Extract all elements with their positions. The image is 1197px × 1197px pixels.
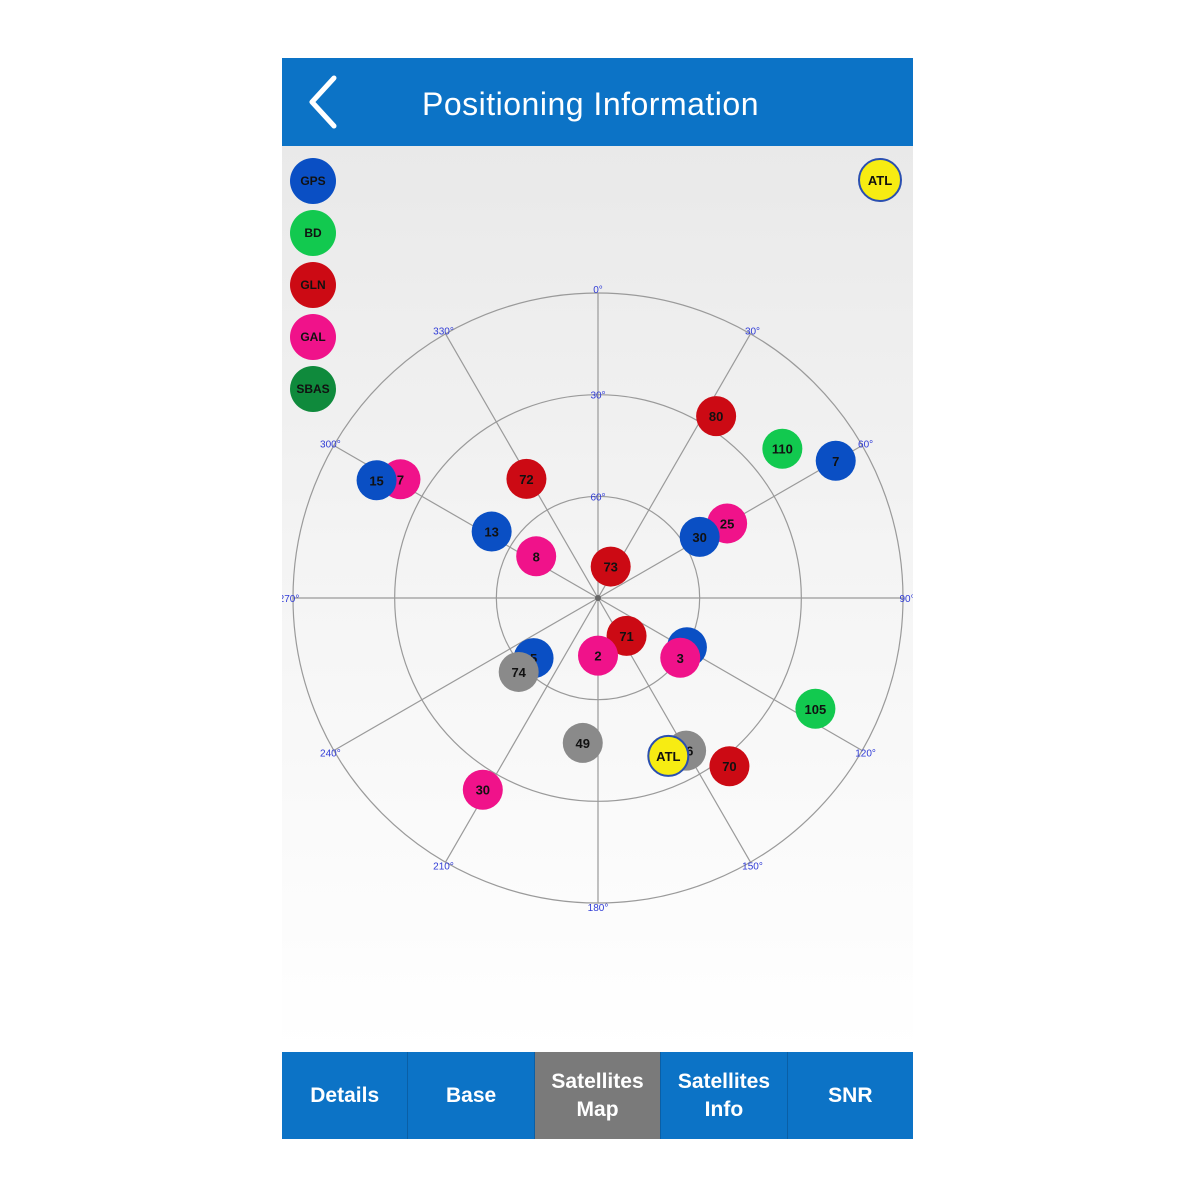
back-button[interactable] — [296, 72, 356, 132]
satellite-label: 3 — [677, 651, 684, 666]
satellite-marker[interactable] — [696, 396, 737, 437]
page-title: Positioning Information — [421, 86, 759, 122]
azimuth-label: 90° — [899, 594, 913, 605]
satellite-map-panel: 0° 30° 60° 90° 120° 150° 180° 210° 240° 270° 300° 3… — [282, 146, 913, 1052]
satellite-label: 74 — [511, 665, 526, 680]
satellite-marker[interactable] — [762, 428, 803, 469]
satellite-marker[interactable] — [795, 688, 836, 729]
satellite-marker[interactable] — [462, 769, 503, 810]
azimuth-label: 150° — [742, 862, 763, 873]
app-screen: Positioning Information 0° 30° 60° 90° 120° 1… — [282, 58, 913, 1139]
legend-bd[interactable]: BD — [290, 210, 336, 256]
tab-details[interactable]: Details — [282, 1052, 408, 1139]
satellite-label: 30 — [476, 783, 490, 798]
azimuth-label: 30° — [745, 326, 760, 337]
tab-satellites-info[interactable]: Satellites Info — [660, 1052, 787, 1139]
center-dot — [595, 595, 601, 601]
satellite-label: 105 — [805, 702, 827, 717]
chevron-left-icon — [309, 75, 337, 129]
satellite-label: 80 — [709, 409, 723, 424]
satellite-label: 49 — [576, 736, 590, 751]
azimuth-label: 180° — [588, 903, 609, 914]
satellite-marker[interactable] — [562, 722, 603, 763]
tab-base[interactable]: Base — [407, 1052, 534, 1139]
satellite-label: 7 — [397, 472, 404, 487]
satellite-label: 73 — [603, 560, 617, 575]
satellite-marker[interactable] — [647, 734, 690, 777]
atl-badge[interactable]: ATL — [858, 158, 902, 202]
azimuth-label: 120° — [855, 749, 876, 760]
satellite-marker[interactable] — [709, 746, 750, 787]
satellite-label: 30 — [692, 530, 706, 545]
elevation-label: 60° — [590, 492, 605, 503]
satellite-marker[interactable] — [815, 440, 856, 481]
satellite-label: 8 — [533, 549, 540, 564]
satellite-label: ATL — [656, 749, 680, 764]
legend-gln[interactable]: GLN — [290, 262, 336, 308]
azimuth-label: 270° — [282, 594, 299, 605]
satellite-label: 15 — [369, 473, 383, 488]
satellite-marker[interactable] — [660, 637, 701, 678]
satellite-marker[interactable] — [590, 546, 631, 587]
legend-gal[interactable]: GAL — [290, 314, 336, 360]
azimuth-label: 240° — [320, 749, 341, 760]
constellation-legend: GPS BD GLN GAL SBAS — [290, 158, 340, 418]
satellite-label: 13 — [484, 525, 498, 540]
azimuth-label: 300° — [320, 440, 341, 451]
tab-satellites-map[interactable]: Satellites Map — [533, 1052, 661, 1139]
legend-gps[interactable]: GPS — [290, 158, 336, 204]
satellite-label: 70 — [722, 759, 736, 774]
bottom-tab-bar: Details Base Satellites Map Satellites I… — [282, 1052, 913, 1139]
azimuth-label: 0° — [593, 285, 603, 296]
satellite-marker[interactable] — [679, 516, 720, 557]
app-header: Positioning Information — [282, 58, 913, 146]
legend-sbas[interactable]: SBAS — [290, 366, 336, 412]
satellite-label: 7 — [832, 454, 839, 469]
satellite-label: 71 — [619, 629, 633, 644]
satellite-label: 2 — [594, 649, 601, 664]
skyplot: 0° 30° 60° 90° 120° 150° 180° 210° 240° 270° 300° 3… — [282, 285, 913, 914]
satellite-label: 25 — [720, 516, 734, 531]
azimuth-label: 210° — [433, 862, 454, 873]
elevation-label: 30° — [590, 391, 605, 402]
satellite-label: 110 — [772, 442, 793, 457]
satellite-label: 72 — [519, 472, 533, 487]
tab-snr[interactable]: SNR — [786, 1052, 913, 1139]
satellite-marker[interactable] — [356, 460, 397, 501]
satellite-marker[interactable] — [606, 615, 647, 656]
satellite-marker[interactable] — [578, 635, 618, 676]
azimuth-label: 60° — [858, 440, 873, 451]
satellite-marker[interactable] — [516, 536, 557, 577]
satellite-marker[interactable] — [506, 458, 547, 499]
azimuth-label: 330° — [433, 326, 454, 337]
satellite-marker[interactable] — [498, 651, 539, 692]
satellite-marker[interactable] — [471, 511, 512, 552]
